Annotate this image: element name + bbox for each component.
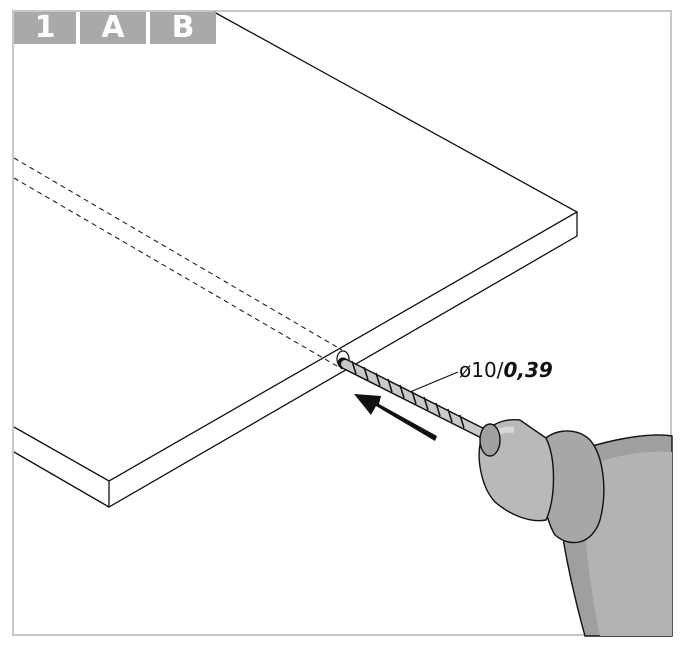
hidden-hole-guides xyxy=(13,157,343,370)
variant-b-tab[interactable]: B xyxy=(150,12,216,44)
hole-guide-upper xyxy=(13,157,343,351)
drill-size-label: ø10/0,39 xyxy=(459,358,553,382)
board-top-edge xyxy=(13,11,579,482)
push-arrow-icon xyxy=(354,394,437,441)
panel-board xyxy=(13,11,579,509)
drill-size-imperial: 0,39 xyxy=(503,358,553,382)
variant-a-tab[interactable]: A xyxy=(80,12,146,44)
board-front-edge xyxy=(108,212,578,509)
label-leader-line xyxy=(409,371,459,393)
hole-guide-lower xyxy=(13,177,343,370)
step-header: 1 A B xyxy=(14,12,216,44)
step-number-badge: 1 xyxy=(14,12,76,44)
power-drill xyxy=(478,419,673,637)
drill-bit xyxy=(337,357,496,443)
board-left-bottom-edge xyxy=(13,451,110,508)
drill-size-metric: ø10/ xyxy=(459,358,504,382)
